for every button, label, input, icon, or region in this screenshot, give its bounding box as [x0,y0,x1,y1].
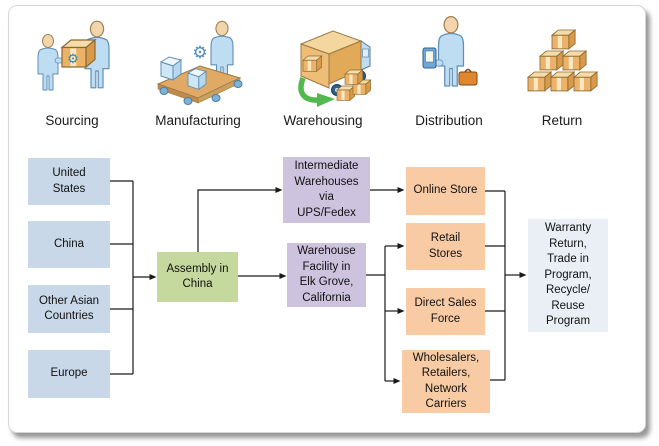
assembly-box: Assembly in China [157,252,238,302]
stage-warehousing: Warehousing [268,14,378,128]
channel-box-wholesalers: Wholesalers, Retailers, Network Carriers [402,350,490,413]
channel-box-direct-sales-force: Direct Sales Force [406,288,485,335]
source-box-europe: Europe [28,350,110,398]
stage-return: Return [507,14,617,128]
stage-label-distribution: Distribution [415,113,483,128]
return-icon [527,29,598,92]
stage-manufacturing: ⚙ Manufacturing [143,14,253,128]
stage-label-manufacturing: Manufacturing [155,113,241,128]
distribution-icon [422,16,478,87]
svg-text:⚙: ⚙ [67,51,79,66]
return-program-box: Warranty Return, Trade in Program, Recyc… [528,219,608,332]
source-box-china: China [28,221,110,268]
manufacturing-icon: ⚙ [156,20,243,105]
svg-text:⚙: ⚙ [192,43,207,62]
warehouse-box-intermediate: Intermediate Warehouses via UPS/Fedex [283,157,370,223]
source-box-united-states: United States [28,158,110,205]
warehousing-icon [298,30,372,107]
channel-box-retail-stores: Retail Stores [406,223,485,270]
stage-label-sourcing: Sourcing [45,113,99,128]
channel-box-online-store: Online Store [406,167,485,215]
sourcing-icon: ⚙ [37,20,110,91]
source-box-other-asian-countries: Other Asian Countries [28,285,110,333]
stage-sourcing: ⚙ Sourcing [17,14,127,128]
warehouse-box-elk-grove: Warehouse Facility in Elk Grove, Califor… [287,243,366,307]
stage-distribution: Distribution [394,14,504,128]
stage-label-return: Return [541,113,583,128]
stage-label-warehousing: Warehousing [283,113,363,128]
